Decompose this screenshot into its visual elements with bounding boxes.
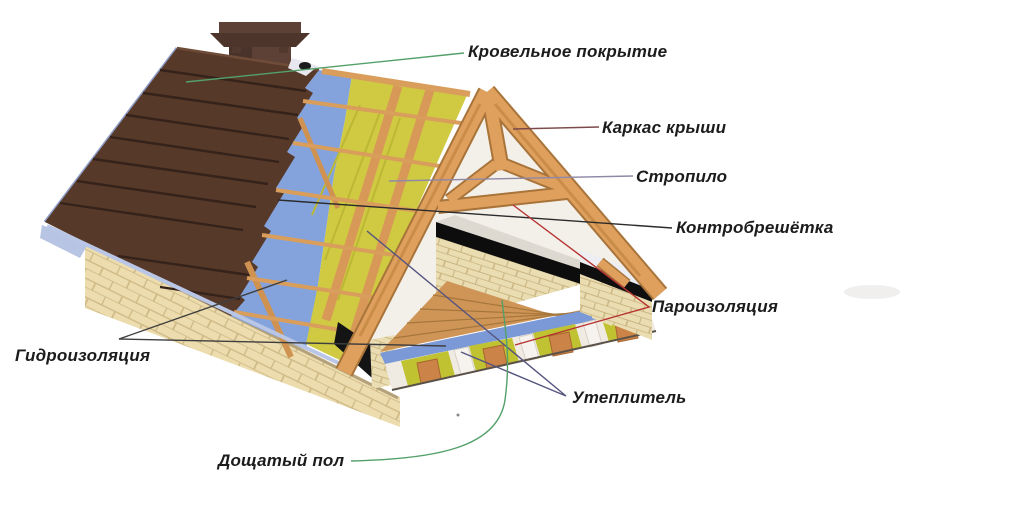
- leader-roof-covering: [185, 52, 465, 83]
- leader-counter-batten: [277, 199, 673, 229]
- label-rafter: Стропило: [636, 167, 728, 186]
- label-roof-frame: Каркас крыши: [602, 118, 727, 137]
- speck: [456, 413, 460, 417]
- background-smudge: [844, 285, 900, 299]
- roof-slope: [43, 46, 471, 370]
- leader-plank-floor: [350, 299, 509, 462]
- leader-rafter: [388, 175, 634, 182]
- label-plank-floor: Дощатый пол: [218, 451, 345, 470]
- label-counter-batten: Контробрешётка: [676, 218, 834, 237]
- leader-waterproofing: [118, 279, 447, 347]
- right-brick-wall: [580, 274, 652, 340]
- ridge-board: [321, 68, 471, 97]
- leader-vapor-barrier: [512, 204, 651, 346]
- label-vapor-barrier: Пароизоляция: [652, 297, 779, 316]
- leader-insulation: [366, 230, 567, 397]
- joist-spacers: [453, 319, 603, 375]
- eave-trim: [46, 224, 350, 370]
- floor-membrane-strip: [380, 298, 649, 364]
- label-insulation: Утеплитель: [572, 388, 687, 407]
- label-waterproofing: Гидроизоляция: [15, 346, 151, 365]
- ceiling-shadow: [436, 215, 602, 276]
- roof-covering-layer: [45, 48, 319, 316]
- collar-tie: [437, 187, 577, 212]
- roof-truss: [335, 85, 668, 377]
- leader-roof-frame: [512, 126, 600, 130]
- vapor-barrier-strip: [436, 222, 602, 291]
- ridge-vent: [299, 62, 311, 70]
- tile-rows: [59, 68, 307, 301]
- king-post: [483, 95, 508, 172]
- right-strut: [502, 159, 568, 194]
- left-strut: [446, 160, 499, 204]
- leader-lines: [118, 52, 673, 462]
- corner-brace: [597, 258, 630, 288]
- label-roof-covering: Кровельное покрытие: [468, 42, 668, 61]
